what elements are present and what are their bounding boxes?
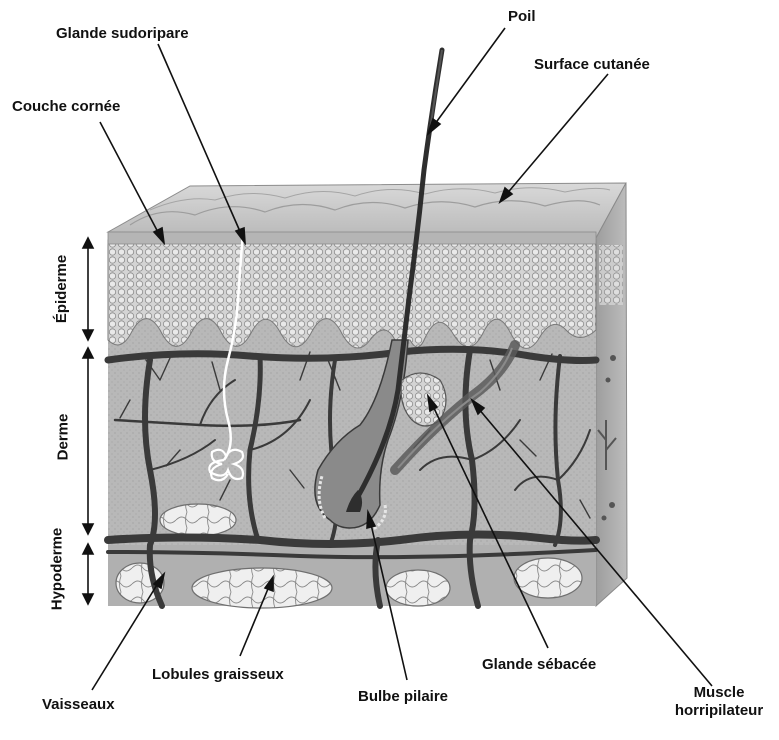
label-couche-cornee: Couche cornée xyxy=(12,98,120,116)
label-glande-sudoripare: Glande sudoripare xyxy=(56,25,189,43)
label-bulbe-pilaire: Bulbe pilaire xyxy=(358,688,448,706)
label-derme: Derme xyxy=(54,414,72,461)
label-epiderme: Épiderme xyxy=(53,255,71,323)
label-vaisseaux: Vaisseaux xyxy=(42,696,115,714)
label-poil: Poil xyxy=(508,8,536,26)
label-hypoderme: Hypoderme xyxy=(48,528,66,611)
layer-brackets xyxy=(83,238,93,604)
label-glande-sebacee: Glande sébacée xyxy=(482,656,596,674)
label-muscle-horripilateur: Muscle horripilateur xyxy=(664,684,774,720)
label-muscle-line2: horripilateur xyxy=(664,702,774,720)
label-surface-cutanee: Surface cutanée xyxy=(534,56,650,74)
label-muscle-line1: Muscle xyxy=(664,684,774,702)
skin-surface xyxy=(108,183,626,238)
block-side-face xyxy=(596,183,627,606)
epidermis-layer xyxy=(108,232,596,348)
label-lobules-graisseux: Lobules graisseux xyxy=(152,666,284,684)
